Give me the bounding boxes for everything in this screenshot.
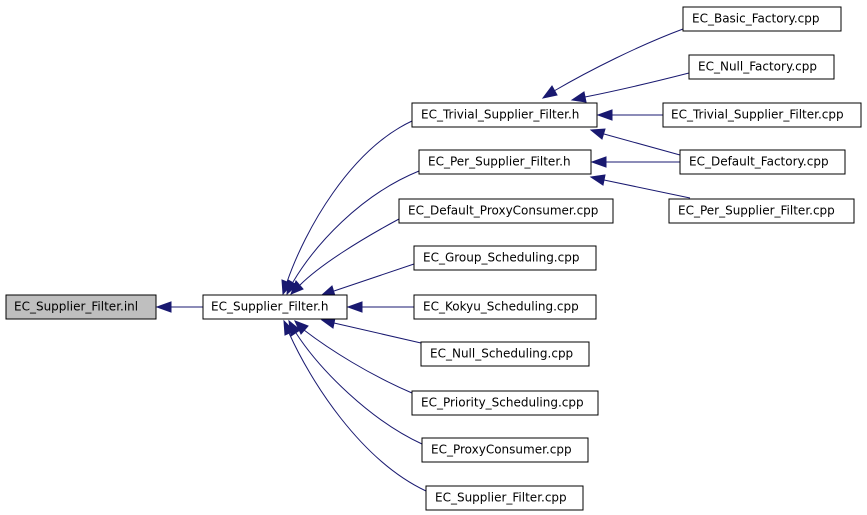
node-basic-factory-cpp[interactable]: EC_Basic_Factory.cpp [682, 6, 842, 32]
node-supplier-filter-inl[interactable]: EC_Supplier_Filter.inl [5, 294, 157, 320]
node-label: EC_Null_Scheduling.cpp [430, 347, 573, 361]
node-supplier-filter-cpp[interactable]: EC_Supplier_Filter.cpp [425, 485, 584, 511]
node-per-supplier-filter-h[interactable]: EC_Per_Supplier_Filter.h [418, 149, 592, 175]
node-label: EC_Basic_Factory.cpp [692, 12, 820, 26]
arrowhead-basic-factory [541, 85, 558, 99]
arrowhead-supplier-filter-cpp [283, 319, 295, 336]
node-trivial-supplier-filter-h[interactable]: EC_Trivial_Supplier_Filter.h [411, 102, 598, 128]
node-default-proxyconsumer-cpp[interactable]: EC_Default_ProxyConsumer.cpp [398, 198, 614, 224]
arrowhead-default-factory-per [590, 156, 607, 168]
node-label: EC_Null_Factory.cpp [698, 60, 817, 74]
node-null-scheduling-cpp[interactable]: EC_Null_Scheduling.cpp [420, 341, 590, 367]
edge-basic-factory-to-trivial-h [553, 28, 684, 92]
node-label: EC_Per_Supplier_Filter.cpp [678, 204, 835, 218]
node-label: EC_Default_ProxyConsumer.cpp [408, 204, 598, 218]
edge-trivial-h-to-h [286, 120, 413, 283]
node-label: EC_Priority_Scheduling.cpp [421, 396, 584, 410]
node-label: EC_Trivial_Supplier_Filter.cpp [671, 108, 844, 122]
edge-default-factory-to-trivial-h [603, 133, 681, 156]
node-per-supplier-filter-cpp[interactable]: EC_Per_Supplier_Filter.cpp [668, 198, 855, 224]
arrowhead-per-h [286, 279, 298, 296]
node-kokyu-scheduling-cpp[interactable]: EC_Kokyu_Scheduling.cpp [413, 294, 597, 320]
node-group-scheduling-cpp[interactable]: EC_Group_Scheduling.cpp [413, 245, 597, 271]
node-label: EC_Supplier_Filter.h [211, 300, 328, 314]
arrowhead-kokyu-scheduling [346, 301, 363, 313]
node-label: EC_Supplier_Filter.inl [14, 300, 138, 314]
node-label: EC_ProxyConsumer.cpp [431, 443, 572, 457]
edge-supplier-filter-cpp-to-h [288, 332, 427, 492]
edge-group-scheduling-to-h [333, 263, 415, 292]
node-label: EC_Group_Scheduling.cpp [423, 251, 579, 265]
arrowhead-per-cpp [589, 174, 606, 186]
arrowhead-trivial-cpp [596, 109, 613, 121]
edge-priority-scheduling-to-h [303, 329, 413, 394]
node-null-factory-cpp[interactable]: EC_Null_Factory.cpp [688, 54, 835, 80]
node-default-factory-cpp[interactable]: EC_Default_Factory.cpp [679, 149, 846, 175]
edge-null-scheduling-to-h [333, 322, 422, 344]
arrowhead-default-proxyconsumer [290, 280, 304, 295]
node-label: EC_Kokyu_Scheduling.cpp [423, 300, 579, 314]
node-proxyconsumer-cpp[interactable]: EC_ProxyConsumer.cpp [421, 437, 589, 463]
arrowhead-inl [155, 301, 172, 313]
edge-per-h-to-h [292, 170, 420, 283]
arrowhead-null-factory [570, 91, 587, 103]
node-supplier-filter-h[interactable]: EC_Supplier_Filter.h [202, 294, 348, 320]
edges [155, 28, 691, 492]
node-label: EC_Trivial_Supplier_Filter.h [421, 108, 579, 122]
edge-per-cpp-to-per-h [603, 179, 691, 199]
node-label: EC_Default_Factory.cpp [689, 155, 829, 169]
edge-default-proxyconsumer-to-h [299, 218, 400, 286]
arrowhead-default-factory-trivial [589, 128, 606, 140]
node-priority-scheduling-cpp[interactable]: EC_Priority_Scheduling.cpp [411, 390, 599, 416]
arrowhead-priority-scheduling [294, 320, 309, 335]
edge-null-factory-to-trivial-h [584, 72, 690, 98]
node-label: EC_Supplier_Filter.cpp [435, 491, 567, 505]
edge-proxyconsumer-to-h [295, 332, 423, 445]
node-label: EC_Per_Supplier_Filter.h [428, 155, 571, 169]
node-trivial-supplier-filter-cpp[interactable]: EC_Trivial_Supplier_Filter.cpp [662, 102, 862, 128]
